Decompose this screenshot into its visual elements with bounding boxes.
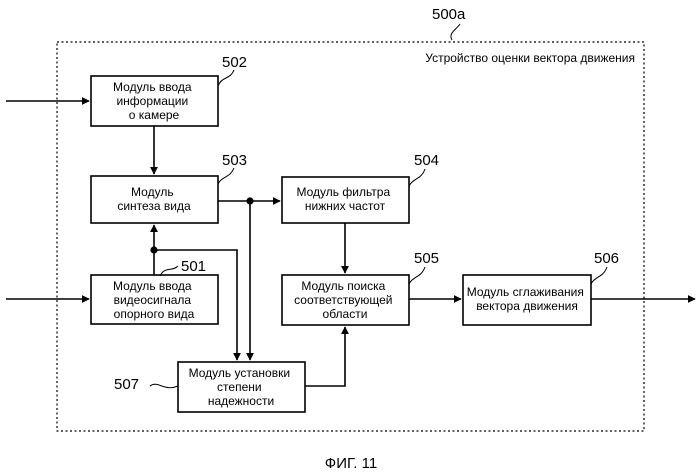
block-camera-input: Модуль ввода информации о камере (91, 76, 218, 126)
block-reference-video-input: Модуль ввода видеосигнала опорного вида (91, 275, 218, 324)
block-reference-video-input-label: Модуль ввода видеосигнала опорного вида (113, 279, 195, 321)
junction-dot-synthesis (246, 197, 253, 204)
leader-507 (150, 384, 178, 387)
junction-dot-reference (150, 246, 157, 253)
number-506: 506 (594, 250, 619, 267)
number-503: 503 (222, 152, 247, 169)
leader-502 (218, 70, 234, 86)
number-502: 502 (222, 54, 247, 71)
leader-505 (409, 267, 425, 284)
device-number: 500a (432, 6, 466, 23)
leader-504 (409, 169, 425, 186)
number-505: 505 (414, 250, 439, 267)
block-low-pass-filter-label: Модуль фильтра нижних частот (297, 185, 394, 213)
leader-503 (218, 168, 234, 184)
block-low-pass-filter: Модуль фильтра нижних частот (282, 177, 409, 223)
device-label: Устройство оценки вектора движения (425, 51, 635, 65)
device-leader (451, 24, 460, 40)
number-504: 504 (414, 152, 439, 169)
block-motion-vector-smoothing-label: Модуль сглаживания вектора движения (467, 285, 587, 313)
block-view-synthesis: Модуль синтеза вида (91, 176, 218, 223)
block-reliability-setting: Модуль установки степени надежности (178, 362, 305, 412)
block-motion-vector-smoothing: Модуль сглаживания вектора движения (463, 275, 591, 325)
leader-506 (591, 267, 607, 284)
figure-caption: ФИГ. 11 (325, 455, 377, 472)
block-corresponding-area-search: Модуль поиска соответствующей области (282, 275, 409, 325)
number-501: 501 (181, 258, 206, 275)
number-507: 507 (114, 376, 139, 393)
arrow-reliability-to-search (305, 327, 345, 386)
